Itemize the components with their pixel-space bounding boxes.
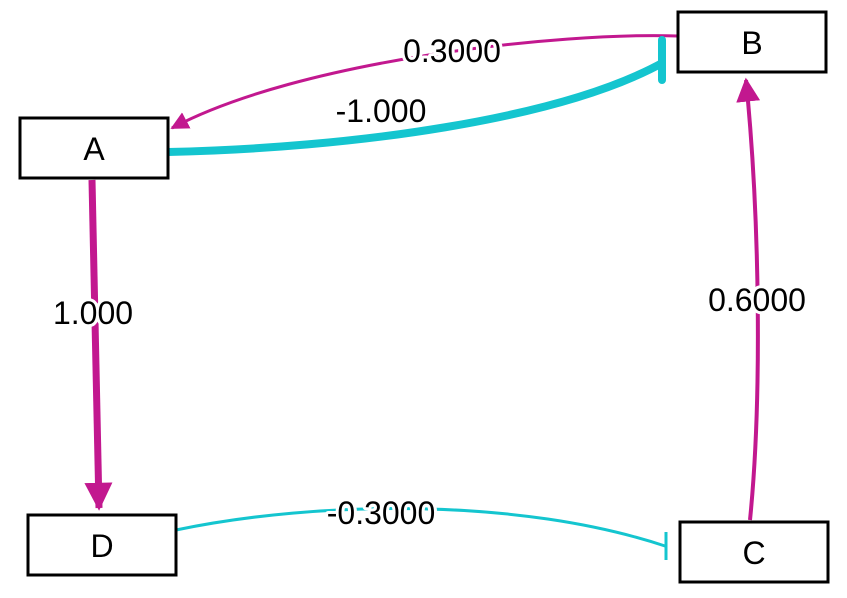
edge-a-to-d-label: 1.000 (53, 295, 133, 331)
node-b[interactable]: B (676, 10, 828, 74)
edge-c-to-b-label: 0.6000 (708, 282, 806, 318)
edge-a-to-b-label: -1.000 (336, 93, 427, 129)
edge-a-to-b: -1.000 (167, 36, 666, 156)
node-c-label: C (742, 535, 765, 571)
edge-b-to-a-line (170, 34, 679, 130)
node-a-label: A (83, 131, 105, 167)
edge-b-to-a-label: 0.3000 (403, 33, 501, 69)
edge-c-to-b: 0.6000 (705, 77, 809, 521)
node-d-label: D (90, 528, 113, 564)
node-a-box (18, 116, 170, 180)
node-d-box (26, 513, 178, 577)
edge-c-to-b-line (736, 77, 761, 521)
edge-a-to-b-line (167, 58, 666, 156)
node-a[interactable]: A (18, 116, 170, 180)
node-d[interactable]: D (26, 513, 178, 577)
node-b-box (676, 10, 828, 74)
edge-d-to-c-line (175, 507, 666, 548)
edge-a-to-d: 1.000 (50, 179, 136, 511)
node-b-label: B (741, 25, 762, 61)
edge-a-to-d-line (84, 179, 113, 511)
node-c[interactable]: C (678, 520, 830, 584)
node-c-box (678, 520, 830, 584)
edge-d-to-c: -0.3000 (175, 492, 668, 560)
edge-b-to-a: 0.3000 (170, 30, 679, 130)
edge-d-to-c-label: -0.3000 (327, 495, 436, 531)
